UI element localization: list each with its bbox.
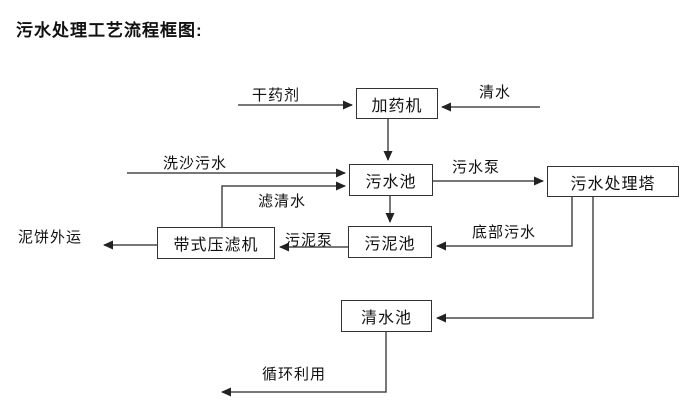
label-sewage-pump: 污水泵 — [452, 159, 501, 176]
node-clear-water-pool: 清水池 — [341, 300, 432, 332]
diagram-title: 污水处理工艺流程框图: — [16, 21, 203, 40]
label-filtered-water: 滤清水 — [258, 193, 307, 210]
label-sludge-pump: 污泥泵 — [285, 232, 334, 249]
node-sludge-pool: 污泥池 — [348, 226, 432, 258]
label-sand-washing-sewage: 洗沙污水 — [163, 155, 228, 172]
edge-tower-to-clear-water-pool — [436, 197, 594, 323]
label-mud-cake-out: 泥饼外运 — [18, 229, 83, 246]
label-bottom-sewage: 底部污水 — [472, 224, 537, 241]
edge-bottom-sewage-tower-to-sludge-pool — [436, 197, 573, 251]
node-belt-filter-press: 带式压滤机 — [157, 227, 275, 259]
edge-filtered-water-press-to-sewage-pool — [221, 181, 346, 227]
label-clear-water: 清水 — [479, 84, 512, 101]
node-sewage-pool: 污水池 — [349, 164, 433, 196]
label-dry-chemical: 干药剂 — [252, 87, 301, 104]
node-sewage-treatment-tower: 污水处理塔 — [547, 166, 679, 197]
edge-clear-water-pool-to-recycle — [221, 332, 387, 397]
node-dosing-machine: 加药机 — [356, 88, 438, 119]
label-recycle: 循环利用 — [262, 366, 327, 383]
